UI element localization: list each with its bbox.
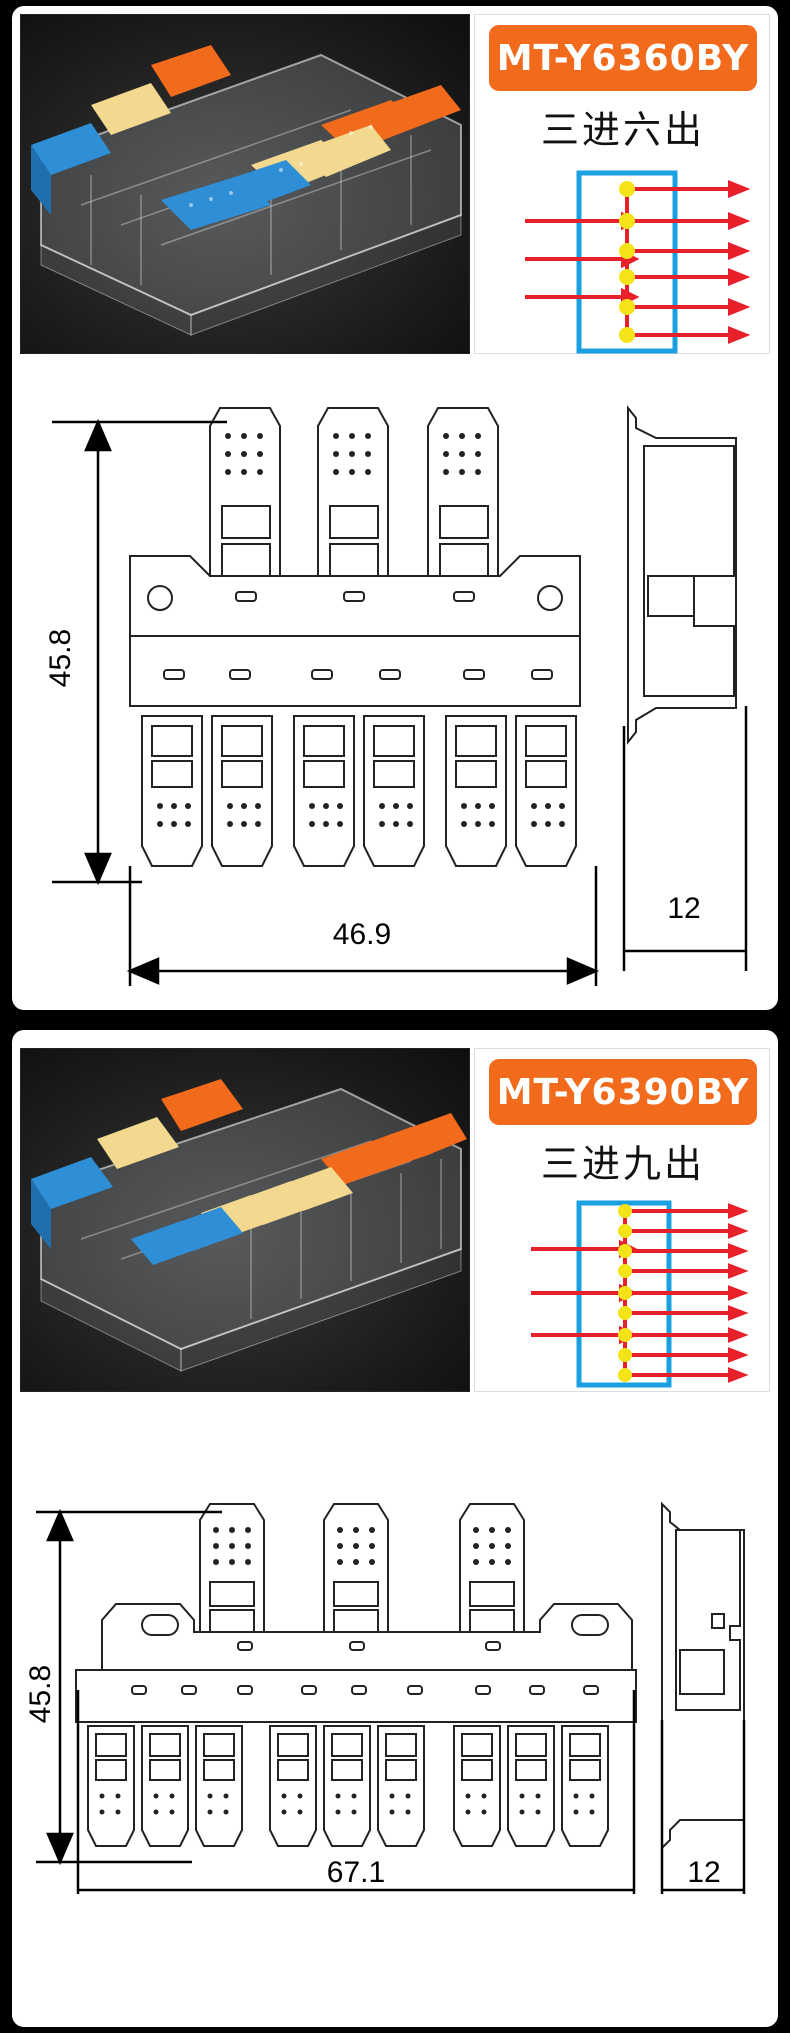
product-photo-1 [20, 14, 470, 354]
model-badge: MT-Y6390BY [489, 1059, 757, 1125]
width-dimension: 67.1 [327, 1856, 385, 1889]
technical-drawing-1: 45.8 46.9 12 [44, 405, 748, 986]
product-info-1: MT-Y6360BY 三进六出 [474, 14, 770, 354]
depth-dimension: 12 [687, 1856, 720, 1889]
connector-render-2 [31, 1079, 467, 1372]
wiring-diagram-2 [531, 1200, 749, 1388]
config-label: 三进六出 [540, 108, 705, 152]
product-card-1: MT-Y6360BY 三进六出 [12, 6, 778, 1010]
product-card-2: MT-Y6390BY 三进九出 [12, 1030, 778, 2027]
technical-drawing-2: 45.8 67.1 12 [24, 1501, 746, 1894]
product-info-2: MT-Y6390BY 三进九出 [474, 1048, 770, 1392]
height-dimension: 45.8 [44, 629, 77, 687]
model-badge: MT-Y6360BY [489, 25, 757, 91]
height-dimension: 45.8 [24, 1665, 57, 1723]
product-photo-2 [20, 1048, 470, 1392]
wiring-diagram-1 [525, 170, 751, 354]
depth-dimension: 12 [667, 892, 700, 925]
width-dimension: 46.9 [333, 918, 391, 951]
connector-render-1 [31, 45, 462, 336]
config-label: 三进九出 [540, 1142, 705, 1186]
